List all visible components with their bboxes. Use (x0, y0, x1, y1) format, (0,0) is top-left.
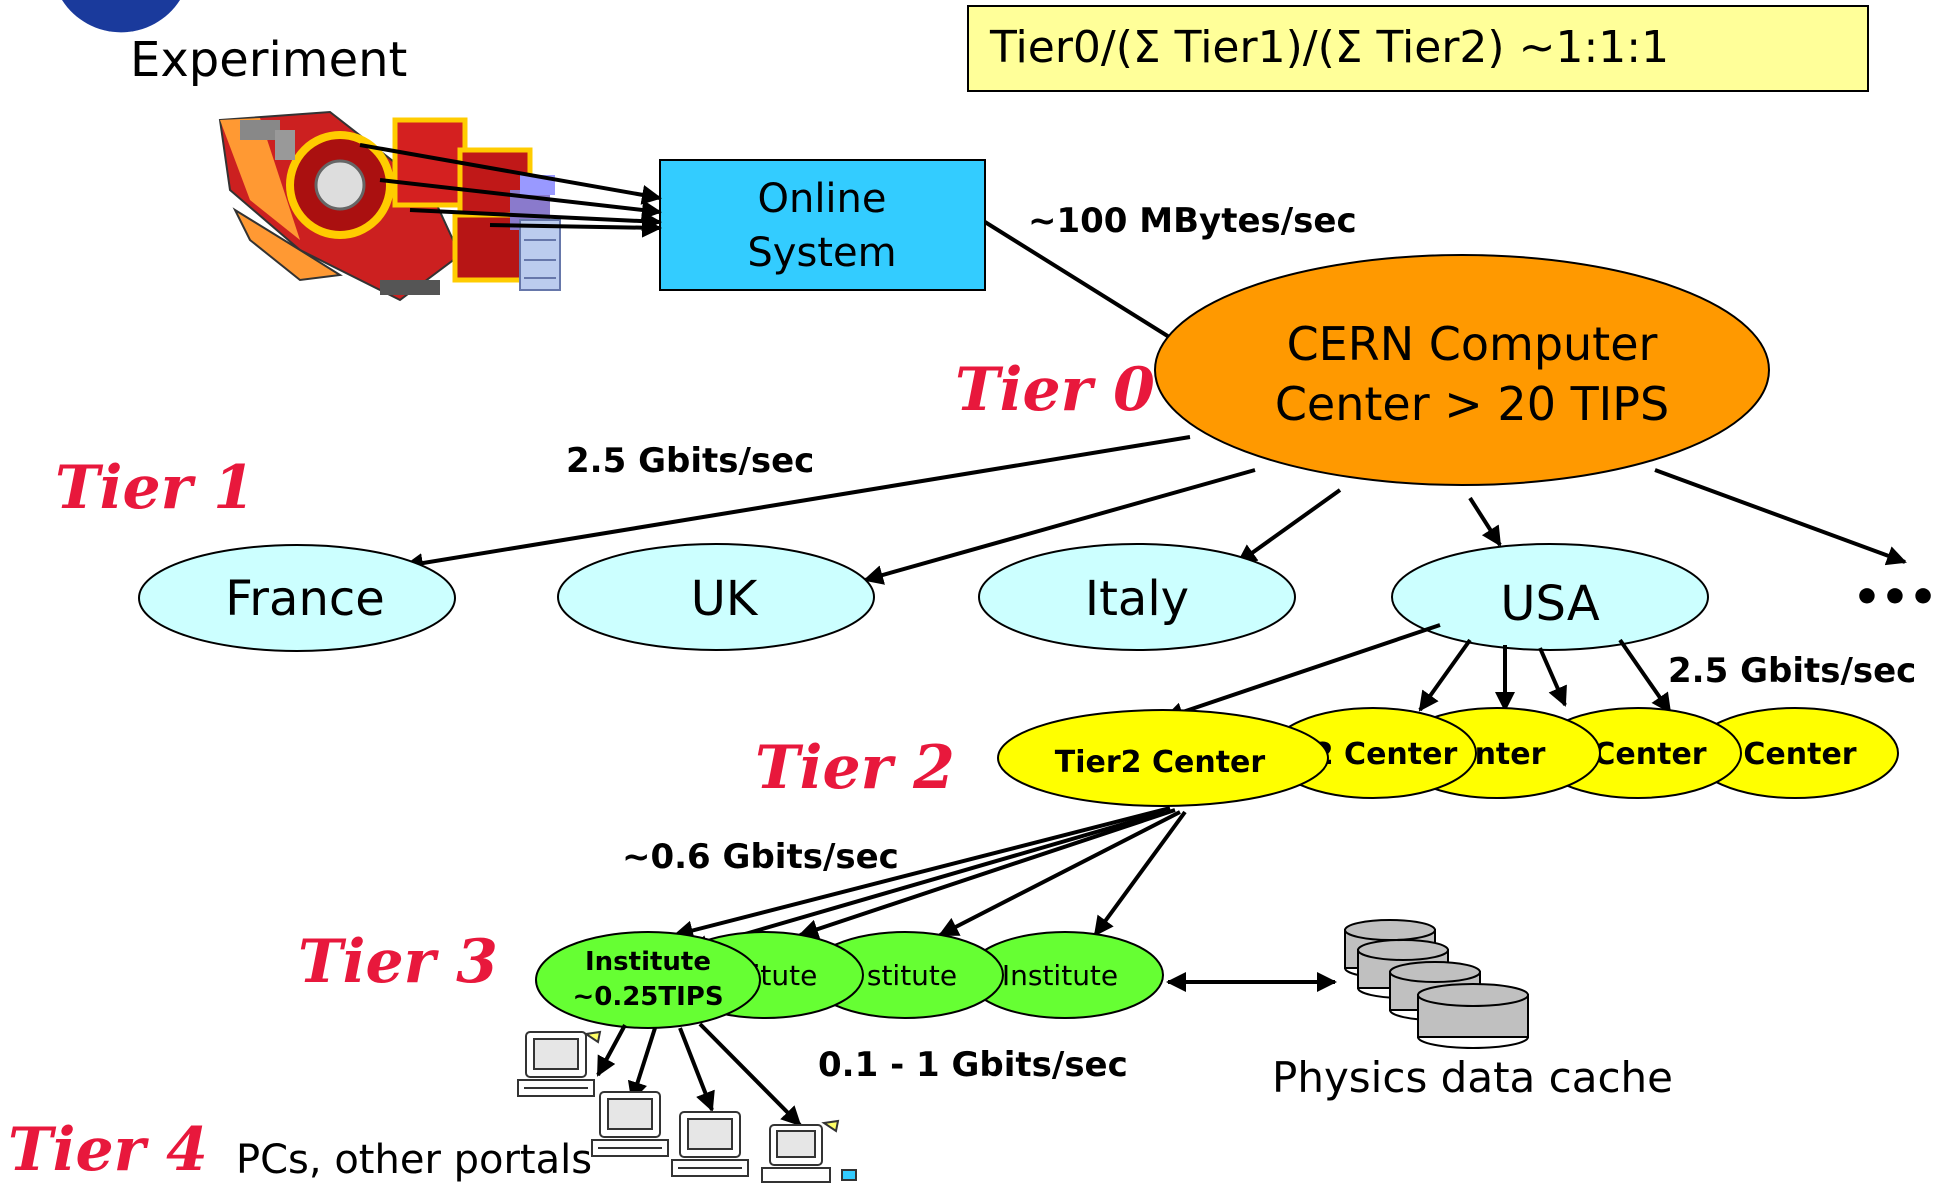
online-label-line1: Online (757, 176, 886, 222)
tier1-label-usa: USA (1500, 576, 1599, 632)
tier3-front-label-line2: ~0.25TIPS (572, 982, 723, 1012)
tier1-node-france: France (138, 544, 456, 652)
tier3-institutes: Institute stitute itute Institute ~0.25T… (535, 931, 1164, 1029)
cern-to-tier1-arrows (403, 435, 1907, 585)
physics-data-cache-disks (1344, 919, 1529, 1049)
tier1-more-ellipsis: ••• (1853, 572, 1937, 623)
tier2-center-front: Tier2 Center (997, 709, 1329, 807)
tier3-to-tier4-rate: 0.1 - 1 Gbits/sec (818, 1045, 1128, 1085)
pc-icon (671, 1111, 749, 1177)
tier1-node-italy: Italy (978, 543, 1296, 651)
online-label-line2: System (747, 230, 896, 276)
usa-to-tier2-arrows (1163, 623, 1672, 722)
tier2-centers: Center Center nter 2 Center Tier2 Center (997, 707, 1899, 807)
tier2-partial-label-4: Center (1743, 737, 1856, 772)
tier2-partial-label-1: 2 Center (1313, 737, 1458, 772)
tier1-label-france: France (225, 571, 385, 627)
tier3-to-tier4-arrows (596, 1022, 802, 1127)
tier3-institute-3: stitute (806, 931, 1004, 1019)
ratio-text: Tier0/(Σ Tier1)/(Σ Tier2) ~1:1:1 (989, 22, 1669, 73)
detector-to-online-arrows (359, 143, 662, 238)
tier1-node-uk: UK (557, 543, 875, 651)
tier2-center-2: 2 Center (1269, 707, 1477, 799)
logo-fragment (62, 0, 180, 33)
tier2-partial-label-3: Center (1593, 737, 1706, 772)
tier3-partial-label-3: Institute (1002, 959, 1118, 992)
tier1-node-usa: USA (1391, 543, 1709, 651)
tier2-front-label: Tier2 Center (1055, 745, 1266, 780)
detector-illustration (218, 110, 561, 302)
tier4-label-text: PCs, other portals (236, 1137, 592, 1183)
tier1-label-italy: Italy (1085, 571, 1189, 627)
cern-label-line2: Center > 20 TIPS (1275, 377, 1669, 431)
tier4-pcs (517, 1030, 857, 1183)
ratio-box: Tier0/(Σ Tier1)/(Σ Tier2) ~1:1:1 (967, 5, 1869, 92)
tier2-to-tier3-arrows (673, 806, 1187, 955)
experiment-label: Experiment (130, 32, 407, 88)
tier-0-label: Tier 0 (955, 355, 1155, 425)
tier3-partial-label-1: itute (753, 959, 818, 992)
tier-1-label: Tier 1 (55, 453, 255, 523)
cern-label-line1: CERN Computer (1287, 317, 1658, 371)
tier2-partial-label-2: nter (1475, 737, 1546, 772)
pc-icon (517, 1030, 602, 1097)
online-to-cern-arrow (983, 220, 1192, 352)
physics-data-cache-label: Physics data cache (1272, 1053, 1673, 1102)
tier-4-label: Tier 4 (8, 1115, 208, 1184)
tier2-to-tier3-rate: ~0.6 Gbits/sec (622, 837, 899, 877)
tier-2-label: Tier 2 (755, 733, 955, 803)
pc-icon (591, 1091, 669, 1157)
online-system-box: Online System (659, 159, 986, 291)
pc-icon (761, 1119, 857, 1183)
usa-to-tier2-rate: 2.5 Gbits/sec (1668, 651, 1916, 691)
tier3-front-label-line1: Institute (585, 947, 711, 977)
tier1-label-uk: UK (691, 571, 759, 627)
tier-3-label: Tier 3 (298, 927, 498, 997)
cern-computer-center: CERN Computer Center > 20 TIPS (1154, 254, 1770, 486)
tier3-institute-front: Institute ~0.25TIPS (535, 931, 761, 1029)
online-to-cern-rate: ~100 MBytes/sec (1028, 201, 1357, 241)
cern-to-tier1-rate: 2.5 Gbits/sec (566, 441, 814, 481)
tier3-partial-label-2: stitute (867, 959, 957, 992)
